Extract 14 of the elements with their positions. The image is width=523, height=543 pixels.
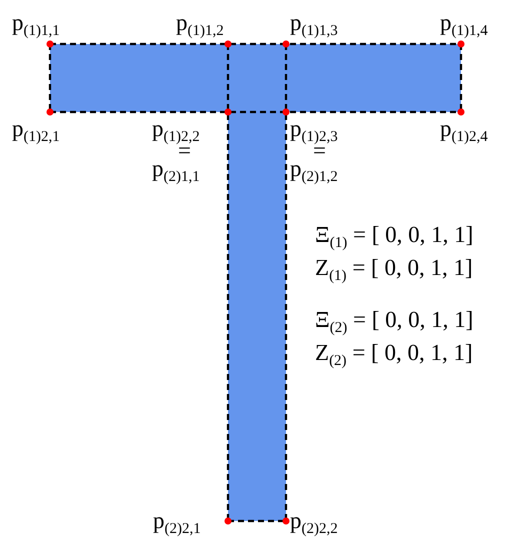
point-label: p$_{(2)1,2}$ [290,156,338,182]
point-label: p$_{(1)1,2}$ [176,10,224,36]
point-label: p$_{(1)1,3}$ [290,10,338,36]
point-label: p$_{(1)1,4}$ [440,10,488,36]
knot-vector: Ξ$_{(2)}$ = [ 0, 0, 1, 1] [315,307,474,333]
point-label: p$_{(1)2,1}$ [12,116,60,142]
knot-vector: Z$_{(1)}$ = [ 0, 0, 1, 1] [315,255,473,281]
point-label: p$_{(1)1,1}$ [12,10,60,36]
knot-vector: Z$_{(2)}$ = [ 0, 0, 1, 1] [315,340,473,366]
point-label: p$_{(1)2,4}$ [440,116,488,142]
point-label: p$_{(2)1,1}$ [152,156,200,182]
knot-vector: Ξ$_{(1)}$ = [ 0, 0, 1, 1] [315,222,474,248]
point-label: p$_{(2)2,1}$ [153,508,201,534]
point-label: p$_{(2)2,2}$ [290,508,338,534]
